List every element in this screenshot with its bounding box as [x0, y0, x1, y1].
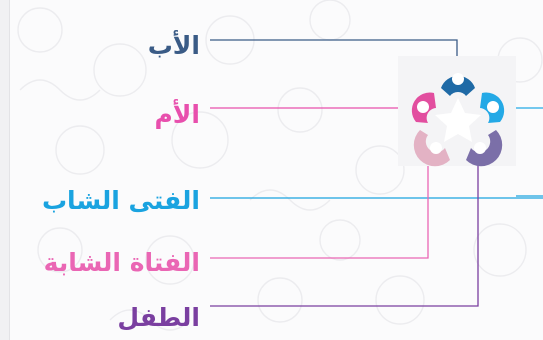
label-child: الطفل: [117, 303, 200, 332]
label-mother: الأم: [154, 100, 200, 129]
logo-center-star: [435, 98, 481, 142]
young-woman-connector: [210, 165, 429, 259]
logo-head-top: [452, 73, 464, 85]
logo-head-bottom-right: [474, 142, 486, 154]
logo-head-bottom-left: [430, 142, 442, 154]
logo-figure-bottom-right: [466, 130, 503, 167]
logo-figure-top: [441, 75, 475, 96]
label-young-woman: الفتاة الشابة: [43, 248, 200, 277]
logo-head-right: [487, 101, 499, 113]
logo-head-left: [417, 101, 429, 113]
label-young-man: الفتى الشاب: [41, 186, 200, 215]
label-father: الأب: [147, 31, 200, 60]
logo-figure-bottom-left: [413, 130, 450, 167]
child-connector: [210, 160, 479, 307]
